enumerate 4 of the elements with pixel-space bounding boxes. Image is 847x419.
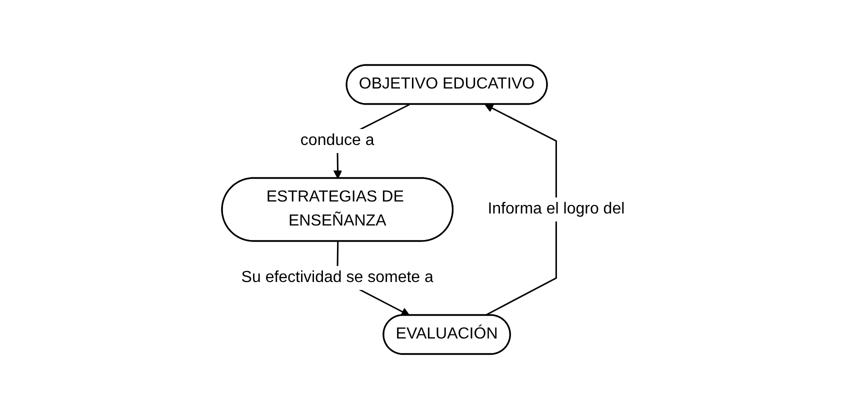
edge-label: conduce a bbox=[300, 132, 374, 149]
edge-label: Su efectividad se somete a bbox=[241, 268, 434, 286]
edge-label: Informa el logro del bbox=[488, 200, 625, 218]
arrow bbox=[484, 104, 558, 316]
